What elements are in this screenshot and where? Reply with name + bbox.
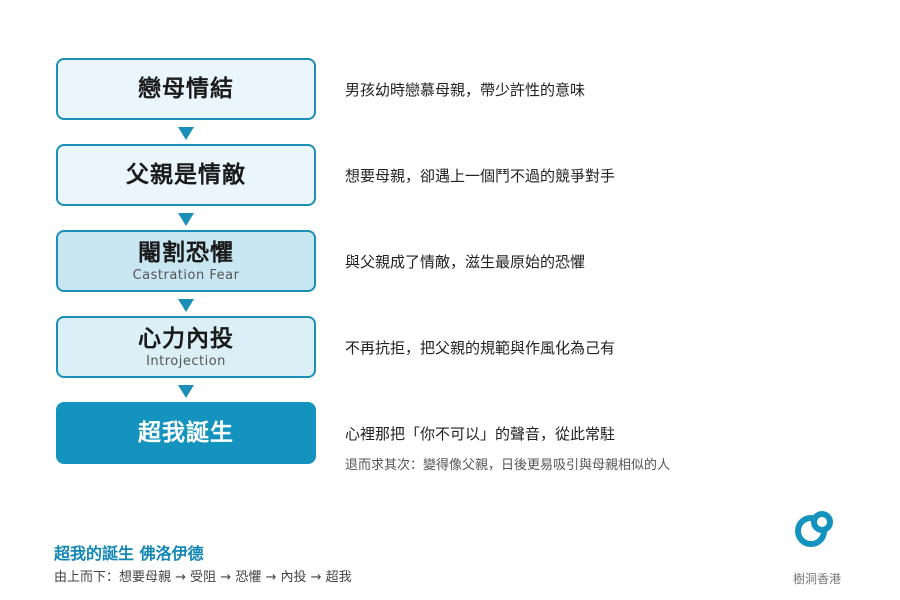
down-arrow-icon — [178, 385, 194, 398]
step-description: 與父親成了情敵，滋生最原始的恐懼 — [345, 253, 586, 271]
step-description: 心裡那把「你不可以」的聲音，從此常駐 — [345, 425, 616, 443]
step-box-superego-birth: 超我誕生 — [56, 402, 316, 464]
step-title: 心力內投 — [138, 325, 234, 352]
step-box-father-rival: 父親是情敵 — [56, 144, 316, 206]
step-title: 閹割恐懼 — [138, 239, 234, 266]
step-subtitle: Introjection — [146, 353, 226, 369]
footer-title: 超我的誕生 佛洛伊德 — [54, 544, 204, 563]
down-arrow-icon — [178, 127, 194, 140]
step-subtitle: Castration Fear — [132, 267, 240, 283]
double-ring-logo-icon — [795, 511, 833, 547]
down-arrow-icon — [178, 299, 194, 312]
step-box-oedipus-complex: 戀母情結 — [56, 58, 316, 120]
down-arrow-icon — [178, 213, 194, 226]
brand-name: 樹洞香港 — [792, 572, 841, 586]
step-description: 男孩幼時戀慕母親，帶少許性的意味 — [345, 81, 586, 99]
step-description: 不再抗拒，把父親的規範與作風化為己有 — [345, 339, 616, 357]
step-box-introjection: 心力內投 Introjection — [56, 316, 316, 378]
step-title: 父親是情敵 — [126, 162, 246, 188]
footer-subtitle: 由上而下：想要母親 → 受阻 → 恐懼 → 內投 → 超我 — [54, 570, 352, 585]
step-note: 退而求其次：變得像父親，日後更易吸引與母親相似的人 — [345, 458, 671, 473]
step-title: 超我誕生 — [138, 420, 234, 446]
step-title: 戀母情結 — [138, 76, 234, 102]
step-box-castration-fear: 閹割恐懼 Castration Fear — [56, 230, 316, 292]
step-description: 想要母親，卻遇上一個鬥不過的競爭對手 — [345, 167, 616, 185]
